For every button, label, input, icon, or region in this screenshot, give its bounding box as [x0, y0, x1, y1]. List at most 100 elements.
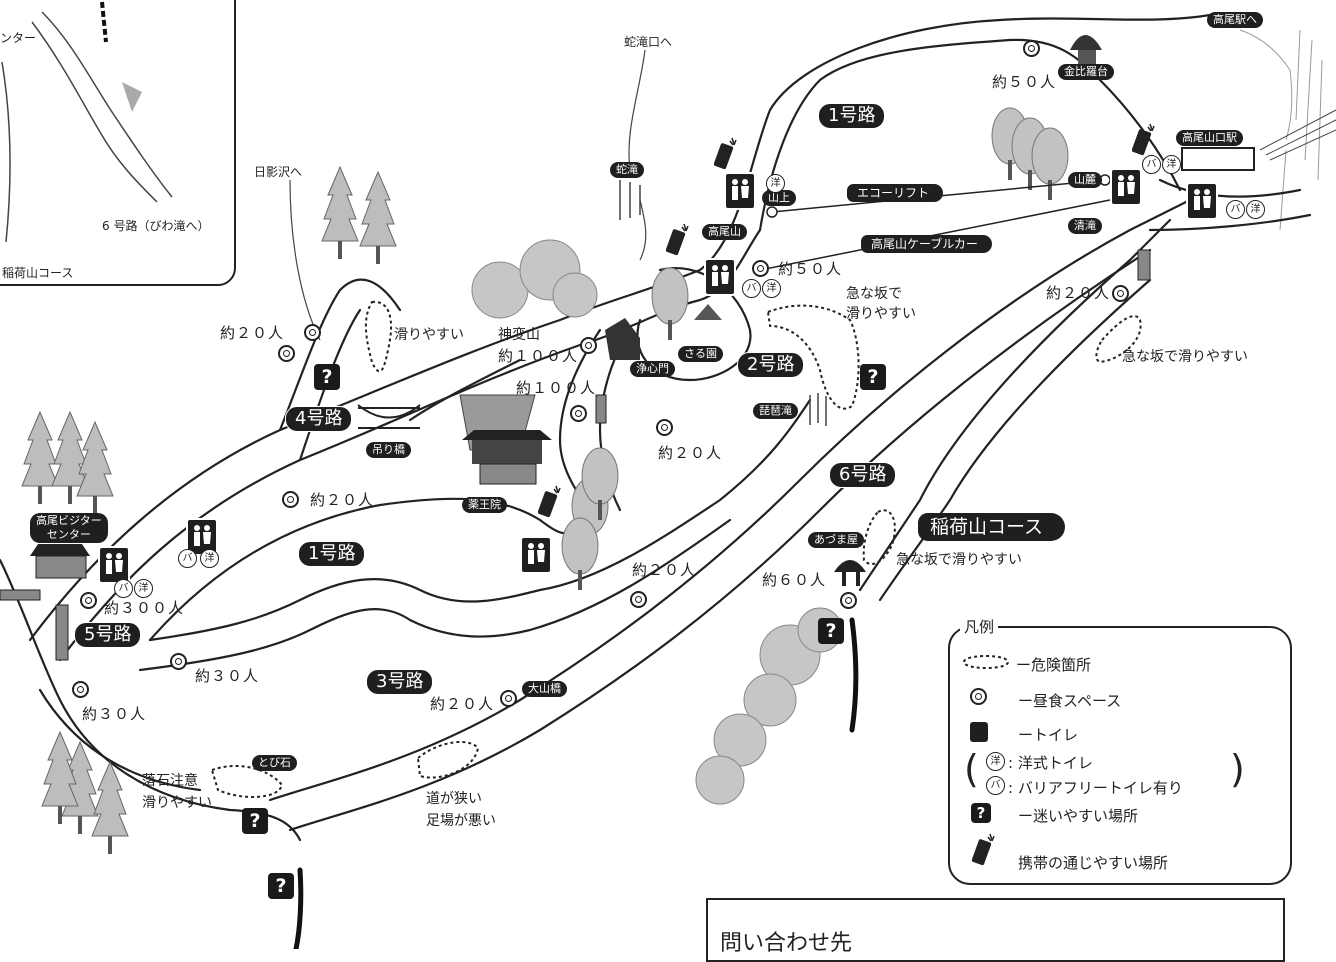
route-1-lower-label[interactable]: 1号路 — [298, 541, 366, 567]
western-toilet-mark: 洋 — [134, 579, 153, 598]
western-toilet-mark: 洋 — [762, 279, 781, 298]
takaosan-station-label[interactable]: 高尾山 — [702, 224, 747, 240]
capacity-kompira: 約５０人 — [992, 73, 1057, 91]
meal-spot-icon[interactable] — [278, 345, 295, 362]
legend-title: 凡例 — [960, 616, 999, 637]
lost-point-icon[interactable]: ? — [242, 808, 268, 834]
warning-steep-slippery-1: 急な坂で 滑りやすい — [846, 286, 916, 322]
takao-station-direction[interactable]: 高尾駅へ — [1207, 12, 1263, 28]
inset-map: ンター 6 号路（びわ滝へ） 稲荷山コース — [0, 0, 236, 286]
echo-lift-label[interactable]: エコーリフト — [847, 184, 944, 202]
lost-point-icon[interactable]: ? — [860, 364, 886, 390]
jataki-label[interactable]: 蛇滝 — [610, 162, 644, 178]
waterfall-jataki — [619, 180, 641, 220]
tsuribashi-label[interactable]: 吊り橋 — [366, 442, 411, 458]
meal-spot-icon[interactable] — [1023, 40, 1040, 57]
lost-point-icon[interactable]: ? — [314, 364, 340, 390]
kompira-shrine — [1070, 35, 1102, 64]
warning-steep-slippery-3: 急な坂で滑りやすい — [896, 552, 1022, 568]
mobile-signal-icon[interactable] — [666, 222, 692, 258]
western-toilet-mark: 洋 — [1162, 155, 1181, 174]
legend-western: : 洋式トイレ — [1008, 754, 1093, 772]
oyamabashi-label[interactable]: 大山橋 — [522, 681, 567, 697]
warning-steep-slippery-2: 急な坂で滑りやすい — [1122, 349, 1248, 365]
meal-spot-icon[interactable] — [840, 592, 857, 609]
capacity-takaosan: 約５０人 — [778, 260, 843, 278]
toilet-icon[interactable] — [1186, 182, 1218, 220]
saruen-label[interactable]: さる園 — [678, 346, 723, 362]
azumaya-label[interactable]: あづま屋 — [808, 532, 864, 548]
meal-spot-icon[interactable] — [630, 591, 647, 608]
jashinmon-label[interactable]: 浄心門 — [630, 361, 675, 377]
meal-spot-icon[interactable] — [580, 337, 597, 354]
kompiradai-label[interactable]: 金比羅台 — [1058, 64, 1114, 80]
meal-spot-icon[interactable] — [656, 419, 673, 436]
cablecar-label[interactable]: 高尾山ケーブルカー — [861, 235, 992, 253]
toilet-icon[interactable] — [520, 536, 552, 574]
capacity-mid-100: 約１００人 — [516, 379, 597, 397]
mobile-signal-icon[interactable] — [714, 136, 740, 172]
mobile-signal-icon[interactable] — [1132, 122, 1158, 158]
biwadaki-label[interactable]: 琵琶滝 — [753, 403, 798, 419]
lost-point-icon[interactable]: ? — [268, 873, 294, 899]
warning-narrow-path: 道が狭い 足場が悪い — [426, 791, 496, 829]
route-2-label[interactable]: 2号路 — [737, 352, 805, 378]
trail-network — [0, 13, 1312, 842]
takaosanguchi-station-label[interactable]: 高尾山口駅 — [1176, 130, 1243, 146]
western-toilet-mark: 洋 — [1246, 200, 1265, 219]
meal-spot-icon[interactable] — [752, 260, 769, 277]
capacity-west-20: 約２０人 — [220, 324, 285, 342]
legend-lost: ー迷いやすい場所 — [1018, 807, 1139, 825]
capacity-r5-30a: 約３０人 — [195, 667, 260, 685]
route-3-label[interactable]: 3号路 — [366, 669, 434, 695]
meal-spot-icon[interactable] — [500, 690, 517, 707]
toilet-icon[interactable] — [1110, 168, 1142, 206]
capacity-r5-30b: 約３０人 — [82, 705, 147, 723]
meal-spot-icon[interactable] — [72, 681, 89, 698]
inset-trails — [1, 1, 173, 243]
toilet-legend-icon — [970, 722, 988, 742]
sanroku-station-label[interactable]: 山麓 — [1068, 172, 1102, 188]
kiyotaki-station-label[interactable]: 清滝 — [1068, 218, 1102, 234]
legend-barrier-free: : バリアフリートイレ有り — [1008, 779, 1183, 797]
meal-spot-icon[interactable] — [1112, 285, 1129, 302]
western-toilet-mark: 洋 — [766, 174, 785, 193]
route-6-label[interactable]: 6号路 — [829, 462, 897, 488]
jashinmon-gate — [605, 318, 640, 360]
mobile-signal-icon[interactable] — [538, 484, 564, 520]
yakuoin-temple — [459, 394, 552, 485]
tobiishi-label[interactable]: とび石 — [252, 755, 297, 771]
sanjo-station-label[interactable]: 山上 — [762, 190, 796, 206]
side-paths — [293, 617, 859, 949]
barrier-free-mark: バ — [1142, 155, 1161, 174]
meal-spot-icon[interactable] — [170, 653, 187, 670]
capacity-r3-20: 約２０人 — [430, 695, 495, 713]
meal-spot-icon[interactable] — [570, 405, 587, 422]
contact-title: 問い合わせ先 — [720, 931, 853, 956]
meal-spot-icon[interactable] — [304, 324, 321, 341]
meal-spot-icon[interactable] — [282, 491, 299, 508]
route-1-upper-label[interactable]: 1号路 — [818, 103, 886, 129]
shinpenzan-label: 神変山 — [498, 327, 540, 343]
visitor-center-label[interactable]: 高尾ビジター センター — [30, 513, 108, 543]
lost-point-legend-icon: ? — [971, 803, 991, 823]
capacity-inari-start: 約２０人 — [1046, 284, 1111, 302]
jatakiguchi-direction: 蛇滝口へ — [624, 35, 673, 49]
legend-danger: ー危険箇所 — [1016, 656, 1092, 674]
inset-center-label: ンター — [0, 31, 37, 45]
yakuoin-label[interactable]: 薬王院 — [462, 497, 507, 513]
toilet-icon[interactable] — [704, 258, 736, 296]
warning-slippery: 滑りやすい — [394, 327, 464, 343]
meal-spot-icon[interactable] — [80, 592, 97, 609]
danger-area-legend-icon — [962, 655, 1010, 669]
azumaya-hut — [834, 560, 866, 586]
route-4-label[interactable]: 4号路 — [285, 406, 353, 432]
route-5-label[interactable]: 5号路 — [74, 622, 142, 648]
toilet-icon[interactable] — [98, 546, 130, 584]
stairs — [0, 249, 1151, 661]
lost-point-icon[interactable]: ? — [818, 618, 844, 644]
toilet-icon[interactable] — [724, 172, 756, 210]
inari-course-label[interactable]: 稲荷山コース — [918, 513, 1066, 541]
danger-areas — [210, 300, 1142, 798]
capacity-r4-20: 約２０人 — [310, 491, 375, 509]
